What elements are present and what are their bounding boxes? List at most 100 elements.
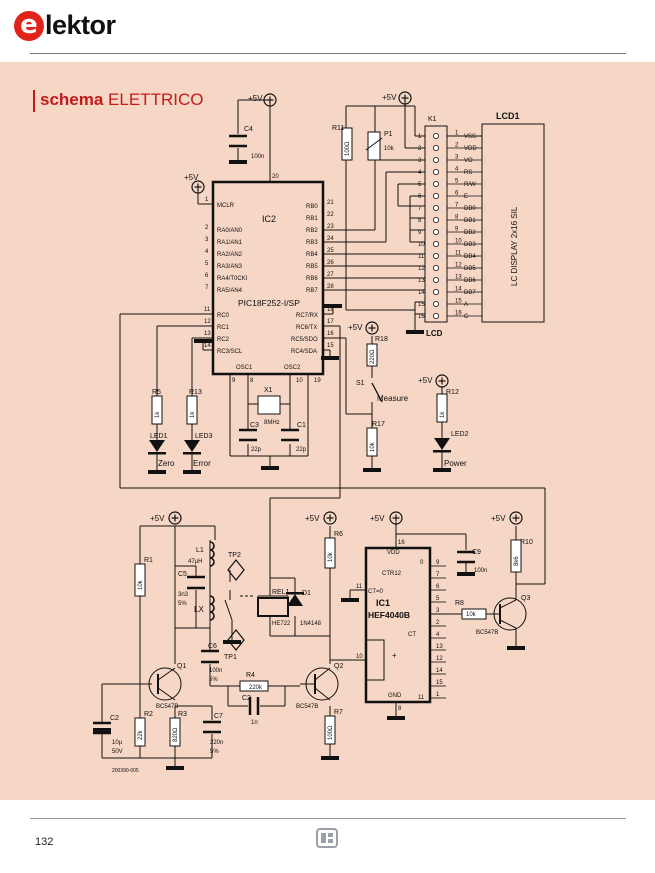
r2-value: 22k	[138, 729, 144, 740]
ic1-ctr: CTR12	[382, 571, 402, 577]
header-rule	[30, 53, 626, 54]
c4-label: C4	[244, 126, 253, 133]
lcd1-label: LCD1	[496, 111, 520, 121]
ic2-pin-num: 14	[204, 343, 211, 349]
ic2-pin-rb5: RB5	[306, 264, 318, 270]
r12-value: 1k	[440, 411, 446, 418]
ic2-pin10: 10	[296, 378, 303, 384]
ic2-pin-rc1: RC1	[217, 325, 230, 331]
k1-pin-number: 6	[418, 194, 422, 200]
lcd-pin-label: DB1	[464, 218, 476, 224]
x1-value: 8MHz	[264, 420, 280, 426]
ic1-pin-number: 4	[436, 632, 440, 638]
ic2-pin-rc2: RC2	[217, 337, 230, 343]
led3-name: Error	[193, 459, 211, 468]
ic1-pin11: 11	[356, 584, 363, 590]
power-label: +5V	[184, 173, 199, 182]
k1-pin-number: 5	[418, 182, 422, 188]
k1-pin-contact	[432, 216, 439, 223]
power-label: +5V	[305, 514, 320, 523]
ic2-osc2: OSC2	[284, 365, 301, 371]
ic1-part: HEF4040B	[368, 610, 410, 620]
led1-label: LED1	[150, 433, 168, 440]
r6-value: 10k	[328, 551, 334, 562]
lcd-pin-number: 8	[455, 215, 459, 221]
ic2-pin20: 20	[272, 174, 279, 180]
r7-label: R7	[334, 709, 343, 716]
ic1-q0: 0	[420, 560, 424, 566]
q2-value: BC547B	[296, 704, 318, 710]
c2el-voltage: 50V	[112, 749, 123, 755]
lcd-pin-label: E	[464, 194, 468, 200]
section-title-rest: ELETTRICO	[103, 90, 204, 109]
q1-label: Q1	[177, 663, 186, 670]
c5-value: 3n3	[178, 592, 189, 598]
k1-pin-number: 14	[418, 290, 425, 296]
k1-pin-number: 10	[418, 242, 425, 248]
lcd-pin-list: 11VSS22VDD33VO44RS55R/W66E77DB088DB199DB…	[418, 131, 482, 320]
r5-label: R5	[152, 389, 161, 396]
ic1-pin-number: 6	[436, 584, 440, 590]
ic1-pin16: 16	[398, 540, 405, 546]
r17-value: 10k	[370, 441, 376, 452]
ic2-pin-rc5: RC5/SDO	[291, 337, 318, 343]
k1-label: K1	[428, 116, 437, 123]
ic1-plus: +	[392, 651, 397, 660]
c2el-value: 10µ	[112, 740, 123, 746]
ic2-pin-mclr: MCLR	[217, 203, 235, 209]
lcd-pin-number: 7	[455, 203, 459, 209]
lcd-pin-label: RS	[464, 170, 472, 176]
c2-value: 1n	[251, 720, 258, 726]
k1-pin-contact	[432, 264, 439, 271]
ic1-pin10: 10	[356, 654, 363, 660]
ic2-pin-rb3: RB3	[306, 240, 318, 246]
l1-label: L1	[196, 547, 204, 554]
q2-label: Q2	[334, 663, 343, 670]
c1-label: C1	[297, 422, 306, 429]
s1-label: S1	[356, 380, 365, 387]
ic2-pin-rb6: RB6	[306, 276, 318, 282]
q3-label: Q3	[521, 595, 530, 602]
led2-label: LED2	[451, 431, 469, 438]
lcd-pin-label: A	[464, 302, 468, 308]
c7-label: C7	[214, 713, 223, 720]
ic2-pin-num: 18	[327, 307, 334, 313]
logo-text: lektor	[45, 10, 116, 40]
k1-pin-contact	[432, 132, 439, 139]
r1-value: 10k	[138, 579, 144, 590]
ic2-pin-num: 13	[204, 331, 211, 337]
ic2-pin9: 9	[232, 378, 236, 384]
lcd-pin-label: DB3	[464, 242, 476, 248]
ic2-pin-num: 17	[327, 319, 334, 325]
k1-pin-number: 8	[418, 218, 422, 224]
k1-pin-number: 7	[418, 206, 422, 212]
circuit-schematic: +5V +5V +5V +5V +5V +5V +5V +5V +5V C4 1…	[93, 91, 546, 774]
c9-label: C9	[472, 549, 481, 556]
ic1-q11: 11	[418, 695, 425, 701]
ic2-pin-num: 15	[327, 343, 334, 349]
ic2-pin-num: 25	[327, 248, 334, 254]
ic2-pin19: 19	[314, 378, 321, 384]
ic2-pin-num: 22	[327, 212, 334, 218]
ic2-pin-rb2: RB2	[306, 228, 318, 234]
lcd-pin-label: VO	[464, 158, 473, 164]
k1-pin-number: 15	[418, 302, 425, 308]
lcd-pin-label: DB5	[464, 266, 476, 272]
c3-label: C3	[250, 422, 259, 429]
ic2-pin-num: 26	[327, 260, 334, 266]
r4-label: R4	[246, 672, 255, 679]
ic1-pin-number: 7	[436, 572, 440, 578]
k1-pin-number: 1	[418, 134, 422, 140]
ic2-pin-num: 12	[204, 319, 211, 325]
k1-pin-number: 16	[418, 314, 425, 320]
c4-value: 100n	[251, 154, 264, 160]
lcd-pin-label: R/W	[464, 182, 476, 188]
lcd-pin-number: 5	[455, 179, 459, 185]
c7-value: 220n	[210, 740, 223, 746]
ic2-pin-ra3: RA3/AN3	[217, 264, 243, 270]
c9-value: 100n	[474, 568, 487, 574]
lcd-pin-number: 13	[455, 275, 462, 281]
power-label: +5V	[248, 94, 263, 103]
r5-value: 1k	[155, 411, 161, 418]
r2-label: R2	[144, 711, 153, 718]
